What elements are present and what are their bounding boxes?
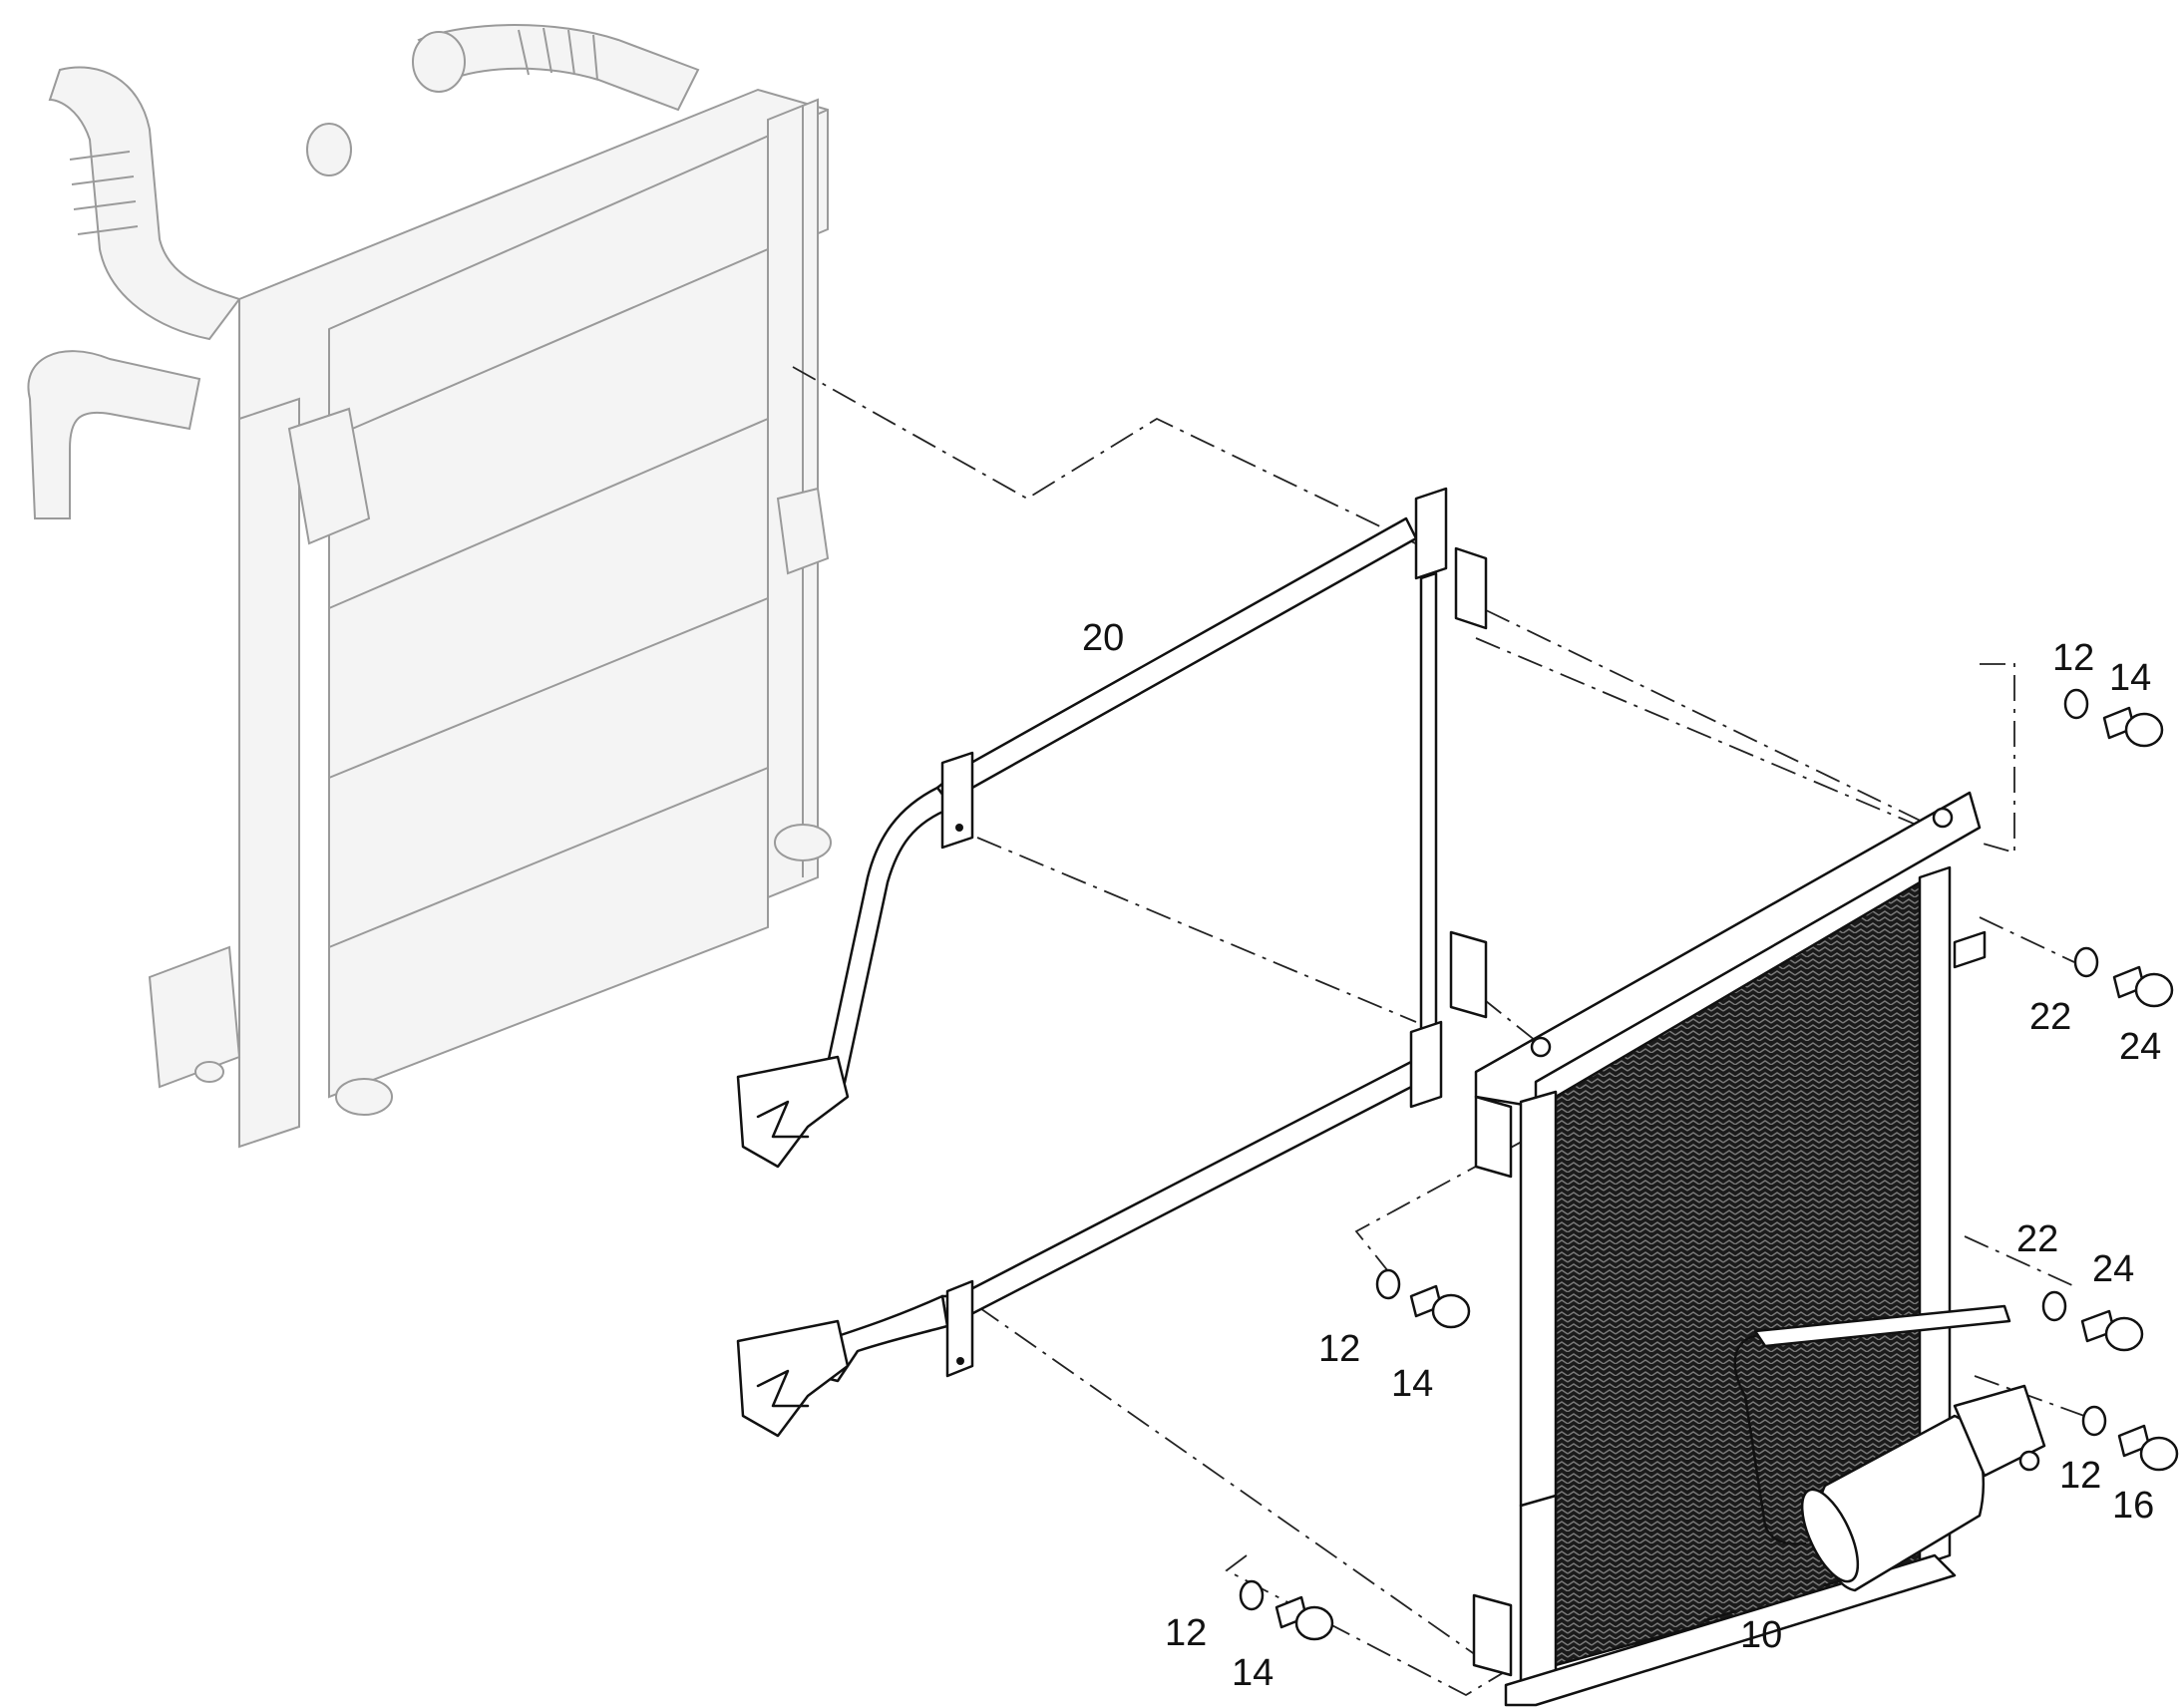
fasteners xyxy=(1239,688,2179,1641)
upper-hinge-plate xyxy=(1454,546,1488,630)
condenser-left-tank-seam xyxy=(1519,1494,1558,1508)
assembly-line-top xyxy=(792,366,1437,554)
assembly-line-right-bracket xyxy=(1979,663,2015,854)
radiator-mount-bracket-top xyxy=(287,407,371,545)
condenser-return-pipe xyxy=(1753,1304,2011,1348)
radiator-mount-bracket-right xyxy=(776,487,830,575)
assembly-lines xyxy=(792,366,2085,1697)
radiator-left-bracket xyxy=(148,945,241,1089)
condenser-top-stud-left xyxy=(1530,1036,1552,1058)
bottom-bolt xyxy=(1274,1595,1334,1641)
upper-bracket-rod xyxy=(960,516,1418,790)
lower-bracket-foot xyxy=(736,1319,850,1438)
label-upper-washer: 12 xyxy=(2052,637,2094,679)
center-washer xyxy=(1375,1268,1401,1300)
hose-clamp-mid xyxy=(306,123,352,176)
radiator-bolt-left xyxy=(194,1061,224,1083)
label-right-low-bolt: 24 xyxy=(2092,1248,2134,1290)
radiator-left-frame xyxy=(238,397,300,1149)
assembly-line-bracket-mid xyxy=(976,837,1417,1023)
assembly-line-bottom xyxy=(976,1305,1477,1656)
condenser-left-tank xyxy=(1519,1090,1558,1697)
label-bracket-assembly: 20 xyxy=(1082,617,1124,659)
assembly-line-bottom-bolt xyxy=(1225,1554,1517,1697)
label-upper-bolt: 14 xyxy=(2109,657,2151,699)
right-low-bolt xyxy=(2080,1309,2144,1352)
upper-left-plate xyxy=(940,751,974,850)
lower-foot-tab xyxy=(756,1369,810,1408)
assembly-line-right-washer xyxy=(1979,916,2075,963)
center-bolt xyxy=(1409,1284,1471,1329)
lower-left-plate-hole xyxy=(956,1357,964,1365)
upper-left-plate-hole xyxy=(955,824,963,832)
right-low-washer xyxy=(2041,1290,2067,1322)
label-lower-right-washer: 12 xyxy=(2059,1455,2101,1497)
receiver-drier-fitting xyxy=(2018,1450,2040,1472)
receiver-drier-mount xyxy=(1953,1384,2046,1478)
label-right-mid-bolt: 24 xyxy=(2119,1026,2161,1068)
assembly-line-lower-right-2 xyxy=(1974,1375,2085,1417)
lower-hinge-plate xyxy=(1449,930,1488,1019)
bottom-washer xyxy=(1239,1579,1265,1611)
upper-washer xyxy=(2063,688,2089,720)
upper-bracket-foot xyxy=(736,1055,850,1169)
lower-left-plate xyxy=(945,1279,974,1378)
upper-foot-tab xyxy=(756,1100,810,1139)
upper-right-plate xyxy=(1414,487,1448,580)
right-mid-bolt xyxy=(2112,965,2174,1008)
hose-right-ribs xyxy=(518,27,598,81)
radiator-background xyxy=(27,24,832,1149)
lower-hose-left xyxy=(27,350,201,519)
label-center-bolt: 14 xyxy=(1391,1363,1433,1405)
hose-clamp-top xyxy=(412,31,466,93)
lower-bracket-rod xyxy=(955,1060,1423,1318)
label-right-mid-washer: 22 xyxy=(2029,996,2071,1038)
assembly-line-mid xyxy=(1485,609,1936,829)
condenser-side-pipe-top xyxy=(1953,930,1987,969)
bracket-assembly xyxy=(736,487,1488,1438)
condenser xyxy=(1472,791,2046,1707)
radiator-core xyxy=(328,247,769,1099)
condenser-lower-left-tab xyxy=(1472,1593,1513,1677)
vertical-bracket-bar xyxy=(1419,571,1438,1044)
top-tank-edge xyxy=(328,109,829,439)
core-panel-lines xyxy=(328,418,769,948)
condenser-upper-left-tab xyxy=(1474,1095,1513,1179)
assembly-line-lower-right xyxy=(1964,1235,2075,1287)
condenser-top-stud-right xyxy=(1932,807,1954,829)
label-right-low-washer: 22 xyxy=(2016,1218,2058,1260)
part-labels: 20 10 12 14 22 24 22 24 12 16 12 14 12 1… xyxy=(1082,617,2161,1694)
condenser-right-tank xyxy=(1918,865,1952,1567)
assembly-line-top-right xyxy=(1475,637,1936,834)
lower-right-bolt xyxy=(2117,1424,2179,1472)
right-mid-washer xyxy=(2073,946,2099,978)
hose-ribs xyxy=(69,151,139,235)
lower-right-plate xyxy=(1409,1020,1443,1109)
assembly-line-center-bolt xyxy=(1354,1136,1532,1282)
label-bottom-bolt: 14 xyxy=(1232,1652,1273,1694)
upper-bolt xyxy=(2102,706,2164,748)
label-lower-right-bolt: 16 xyxy=(2112,1485,2154,1527)
receiver-drier-end xyxy=(1800,1488,1860,1583)
radiator-foot-left xyxy=(335,1078,393,1116)
label-center-washer: 12 xyxy=(1318,1328,1360,1370)
upper-hose-right xyxy=(417,24,700,112)
label-condenser: 10 xyxy=(1740,1614,1782,1656)
upper-hose-left xyxy=(48,66,241,341)
label-bottom-washer: 12 xyxy=(1165,1612,1207,1654)
upper-bracket-leg xyxy=(821,786,954,1094)
radiator-foot-right xyxy=(774,824,832,861)
condenser-hose-loop xyxy=(1733,1334,1807,1545)
lower-right-washer xyxy=(2081,1405,2107,1437)
